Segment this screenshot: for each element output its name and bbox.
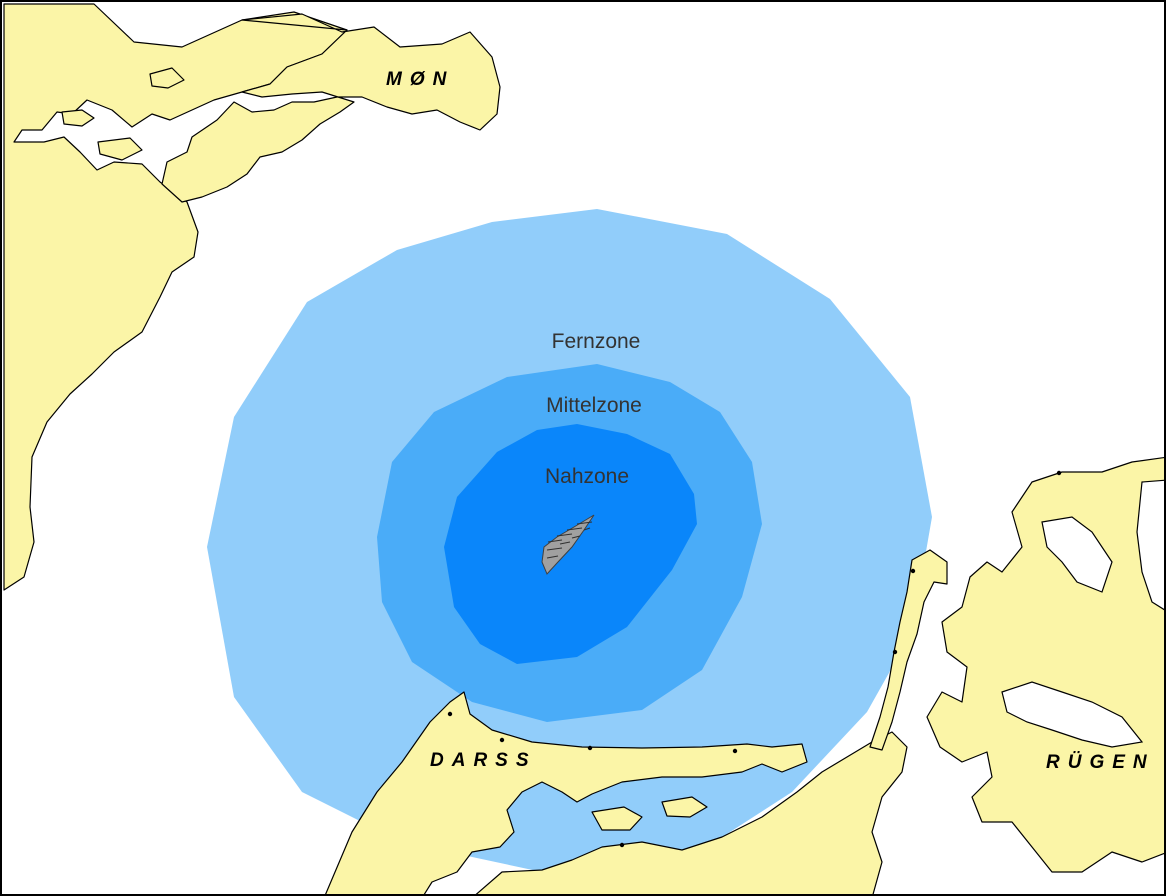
town-dot bbox=[910, 568, 916, 574]
land-islet-1 bbox=[61, 109, 95, 127]
land-zingst-spit bbox=[869, 549, 948, 751]
town-dot bbox=[447, 711, 453, 717]
town-dot bbox=[587, 745, 593, 751]
land-moen bbox=[161, 13, 501, 203]
land-mainland-south bbox=[475, 731, 908, 894]
town-dot bbox=[732, 748, 738, 754]
wind-turbine-array bbox=[541, 514, 595, 575]
town-dot bbox=[619, 842, 625, 848]
ruegen-bay-1 bbox=[1041, 516, 1113, 593]
place-label-moen: MØN bbox=[386, 69, 454, 90]
land-islet-3 bbox=[149, 67, 185, 89]
ruegen-bay-2 bbox=[1001, 681, 1144, 748]
zone-label-mittelzone: Mittelzone bbox=[546, 394, 642, 417]
place-label-ruegen: RÜGEN bbox=[1046, 752, 1155, 773]
zone-label-fernzone: Fernzone bbox=[552, 330, 641, 353]
place-label-darss: DARSS bbox=[430, 750, 537, 771]
town-dot bbox=[499, 737, 505, 743]
town-dot bbox=[1056, 470, 1062, 476]
land-bodden-island-2 bbox=[661, 796, 708, 818]
land-darss bbox=[325, 691, 808, 894]
town-dot bbox=[892, 649, 898, 655]
land-islet-2 bbox=[97, 137, 143, 161]
land-bodden-island-1 bbox=[591, 806, 643, 831]
ruegen-bay-3 bbox=[1136, 479, 1164, 611]
zone-label-nahzone: Nahzone bbox=[545, 465, 629, 488]
